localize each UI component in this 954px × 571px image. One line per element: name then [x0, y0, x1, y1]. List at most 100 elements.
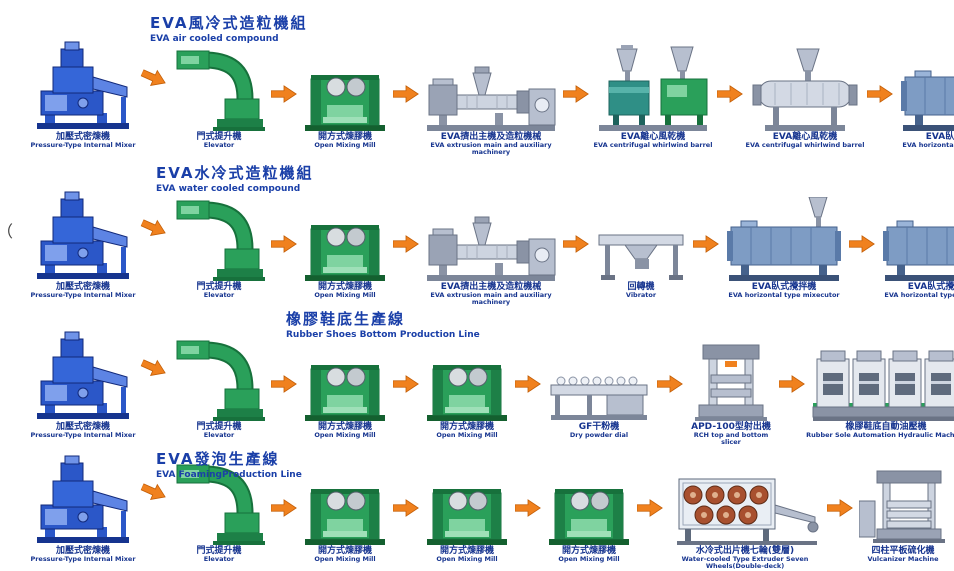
- machine-label-zh: 開方式煉膠機: [317, 422, 372, 432]
- flow-arrow-icon: [515, 498, 541, 518]
- machine-mixing-mill: 開方式煉膠機 Open Mixing Mill: [298, 347, 392, 446]
- machine-elevator: 門式提升機 Elevator: [168, 197, 270, 306]
- centrifugal-b-icon: [749, 47, 861, 131]
- flow-arrow-icon: [393, 374, 419, 394]
- flow-arrow-icon: [657, 374, 683, 394]
- machine-caption: 回轉機 Vibrator: [590, 282, 692, 306]
- machine-label-zh: EVA臥式攪拌機: [925, 132, 954, 142]
- internal-mixer-icon: [31, 189, 135, 281]
- machine-label-zh: 開方式煉膠機: [317, 282, 372, 292]
- machine-horizontal-mixer: EVA臥式攪拌機 EVA horizontal type mixecutor: [894, 47, 954, 156]
- machine-mixing-mill: 開方式煉膠機 Open Mixing Mill: [298, 57, 392, 156]
- horizontal-mixer-icon: [725, 197, 843, 281]
- machine-caption: 加壓式密煉機 Pressure-Type Internal Mixer: [26, 422, 140, 446]
- machine-mixing-mill: 開方式煉膠機 Open Mixing Mill: [298, 207, 392, 306]
- machine-label-en: Vibrator: [625, 291, 657, 300]
- machine-centrifugal-b: EVA離心風乾機 EVA centrifugal whirlwind barre…: [744, 47, 866, 156]
- machine-caption: EVA擠出主機及造粒機械 EVA extrusion main and auxi…: [420, 132, 562, 156]
- horizontal-mixer-icon: [899, 47, 954, 131]
- extruder-icon: [425, 205, 557, 281]
- machine-label-en: Elevator: [203, 431, 235, 440]
- machine-label-en: Vulcanizer Machine: [867, 555, 939, 564]
- machine-caption: 開方式煉膠機 Open Mixing Mill: [298, 132, 392, 156]
- mixing-mill-icon: [425, 347, 509, 421]
- machine-caption: 加壓式密煉機 Pressure-Type Internal Mixer: [26, 282, 140, 306]
- flow-arrow-icon: [717, 84, 743, 104]
- machine-caption: 開方式煉膠機 Open Mixing Mill: [420, 546, 514, 570]
- machine-caption: 水冷式出片機七輪(雙層) Water-cooled Type Extruder …: [664, 546, 826, 570]
- machine-label-zh: EVA擠出主機及造粒機械: [440, 132, 542, 142]
- dry-powder-icon: [547, 359, 651, 421]
- machine-label-zh: 開方式煉膠機: [317, 546, 372, 556]
- machine-caption: EVA離心風乾機 EVA centrifugal whirlwind barre…: [590, 132, 716, 156]
- machine-label-zh: 門式提升機: [196, 282, 242, 292]
- machine-label-en: EVA horizontal type mixecutor: [884, 291, 954, 300]
- machine-vibrator: 回轉機 Vibrator: [590, 217, 692, 306]
- machine-label-en: Elevator: [203, 141, 235, 150]
- machine-label-zh: 門式提升機: [196, 546, 242, 556]
- mixing-mill-icon: [303, 207, 387, 281]
- machine-caption: 門式提升機 Elevator: [168, 422, 270, 446]
- machine-label-en: EVA horizontal type mixecutor: [902, 141, 954, 150]
- mixing-mill-icon: [547, 471, 631, 545]
- internal-mixer-icon: [31, 39, 135, 131]
- machine-label-zh: 水冷式出片機七輪(雙層): [695, 546, 795, 556]
- flow-arrow-icon: [138, 478, 170, 507]
- machine-horizontal-mixer: EVA臥式攪拌機 EVA horizontal type mixecutor: [876, 197, 954, 306]
- mixing-mill-icon: [303, 57, 387, 131]
- machine-label-en: Elevator: [203, 555, 235, 564]
- machine-label-zh: 加壓式密煉機: [55, 546, 110, 556]
- flow-arrow-icon: [563, 84, 589, 104]
- internal-mixer-icon: [31, 329, 135, 421]
- machine-caption: 四柱平板硫化機 Vulcanizer Machine: [854, 546, 952, 570]
- flow-arrow-icon: [867, 84, 893, 104]
- row-title-en: EVA FoamingProduction Line: [156, 470, 302, 480]
- machine-label-zh: 開方式煉膠機: [317, 132, 372, 142]
- machine-label-zh: 回轉機: [627, 282, 655, 292]
- machine-caption: EVA臥式攪拌機 EVA horizontal type mixecutor: [720, 282, 848, 306]
- flow-arrow-icon: [138, 214, 170, 243]
- machine-caption: 門式提升機 Elevator: [168, 546, 270, 570]
- machine-centrifugal-a: EVA離心風乾機 EVA centrifugal whirlwind barre…: [590, 45, 716, 156]
- machine-caption: 開方式煉膠機 Open Mixing Mill: [298, 422, 392, 446]
- row-title: EVA發泡生產線 EVA FoamingProduction Line: [156, 448, 302, 480]
- machine-label-zh: EVA臥式攪拌機: [907, 282, 954, 292]
- machine-internal-mixer: 加壓式密煉機 Pressure-Type Internal Mixer: [26, 453, 140, 570]
- machine-label-en: EVA extrusion main and auxiliary machine…: [430, 141, 552, 157]
- machine-elevator: 門式提升機 Elevator: [168, 47, 270, 156]
- machine-label-en: Open Mixing Mill: [436, 555, 498, 564]
- machine-label-zh: 加壓式密煉機: [55, 422, 110, 432]
- row-title: EVA風冷式造粒機組 EVA air cooled compound: [150, 12, 307, 44]
- machine-label-zh: 加壓式密煉機: [55, 132, 110, 142]
- flow-arrow-icon: [271, 374, 297, 394]
- machine-mixing-mill: 開方式煉膠機 Open Mixing Mill: [420, 347, 514, 446]
- left-edge-mark: （: [0, 218, 13, 242]
- machine-internal-mixer: 加壓式密煉機 Pressure-Type Internal Mixer: [26, 329, 140, 446]
- machine-injection: APD-100型射出機 RCH top and bottom slicer: [684, 341, 778, 446]
- mixing-mill-icon: [303, 471, 387, 545]
- internal-mixer-icon: [31, 453, 135, 545]
- row-title-zh: EVA水冷式造粒機組: [156, 164, 314, 182]
- row-title-en: EVA water cooled compound: [156, 184, 301, 194]
- machine-label-en: Water-cooled Type Extruder Seven Wheels(…: [681, 555, 809, 571]
- machine-label-en: Pressure-Type Internal Mixer: [30, 141, 136, 150]
- machine-caption: 開方式煉膠機 Open Mixing Mill: [542, 546, 636, 570]
- extruder-icon: [425, 55, 557, 131]
- machine-label-en: Rubber Sole Automation Hydraulic Machine: [806, 431, 954, 440]
- flow-arrow-icon: [827, 498, 853, 518]
- machine-caption: APD-100型射出機 RCH top and bottom slicer: [684, 422, 778, 446]
- machine-label-en: Open Mixing Mill: [436, 431, 498, 440]
- row-title-zh: 橡膠鞋底生產線: [286, 310, 406, 328]
- machine-caption: EVA離心風乾機 EVA centrifugal whirlwind barre…: [744, 132, 866, 156]
- machine-caption: EVA臥式攪拌機 EVA horizontal type mixecutor: [894, 132, 954, 156]
- machine-label-en: RCH top and bottom slicer: [693, 431, 769, 447]
- machine-label-en: EVA centrifugal whirlwind barrel: [593, 141, 713, 150]
- machine-label-en: Open Mixing Mill: [314, 141, 376, 150]
- machine-label-en: Open Mixing Mill: [314, 291, 376, 300]
- machine-caption: 加壓式密煉機 Pressure-Type Internal Mixer: [26, 546, 140, 570]
- flow-arrow-icon: [563, 234, 589, 254]
- seven-wheel-icon: [669, 465, 821, 545]
- elevator-icon: [173, 337, 265, 421]
- machine-caption: 門式提升機 Elevator: [168, 132, 270, 156]
- machine-caption: 開方式煉膠機 Open Mixing Mill: [298, 282, 392, 306]
